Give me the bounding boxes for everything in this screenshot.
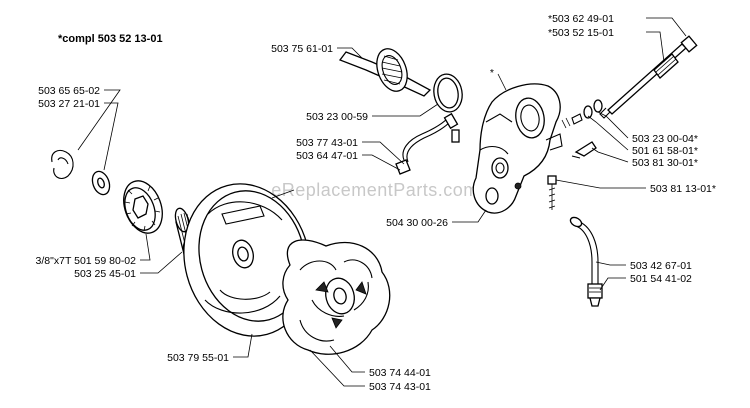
label-503-65-65-02: 503 65 65-02	[38, 85, 100, 97]
part-labels: 503 65 65-02 503 27 21-01 503 75 61-01 5…	[36, 13, 716, 393]
label-503-74-43-01: 503 74 43-01	[369, 381, 431, 393]
pump-seal-parts	[561, 99, 603, 129]
flat-washer-part	[91, 170, 111, 196]
oil-pump-body-part	[472, 83, 563, 214]
label-504-30-00-26: 504 30 00-26	[386, 217, 448, 229]
lock-washer-part	[51, 149, 74, 179]
label-503-52-15-01: *503 52 15-01	[548, 27, 614, 39]
pump-pin-part	[571, 141, 597, 159]
label-503-64-47-01: 503 64 47-01	[296, 150, 358, 162]
label-503-79-55-01: 503 79 55-01	[167, 352, 229, 364]
guide-plate-part	[338, 48, 432, 97]
label-503-42-67-01: 503 42 67-01	[630, 260, 692, 272]
assembly-title: *compl 503 52 13-01	[58, 33, 163, 45]
label-503-77-43-01: 503 77 43-01	[296, 137, 358, 149]
label-503-23-00-04: 503 23 00-04*	[632, 133, 698, 145]
label-501-61-58-01: 501 61 58-01*	[632, 145, 698, 157]
watermark: eReplacementParts.com	[271, 180, 479, 200]
label-503-23-00-59: 503 23 00-59	[306, 111, 368, 123]
label-503-75-61-01: 503 75 61-01	[271, 43, 333, 55]
rim-sprocket-part	[123, 180, 163, 234]
clutch-shoes-part	[282, 239, 391, 355]
oil-pipe-part	[395, 112, 460, 175]
o-ring-part	[433, 73, 463, 113]
label-503-74-44-01: 503 74 44-01	[369, 367, 431, 379]
label-503-27-21-01: 503 27 21-01	[38, 98, 100, 110]
label-501-59-80-02: 3/8"x7T 501 59 80-02	[36, 255, 137, 267]
label-503-81-13-01: 503 81 13-01*	[650, 183, 716, 195]
label-503-62-49-01: *503 62 49-01	[548, 13, 614, 25]
clutch-drum-part	[183, 183, 311, 337]
leader-lines	[77, 17, 687, 387]
label-503-81-30-01: 503 81 30-01*	[632, 157, 698, 169]
label-501-54-41-02: 501 54 41-02	[630, 273, 692, 285]
pump-shaft-part	[599, 35, 698, 119]
label-503-25-45-01: 503 25 45-01	[74, 268, 136, 280]
asterisk-mark: *	[490, 67, 494, 79]
pump-screw-part	[547, 175, 557, 210]
suction-hose-part	[569, 216, 603, 307]
